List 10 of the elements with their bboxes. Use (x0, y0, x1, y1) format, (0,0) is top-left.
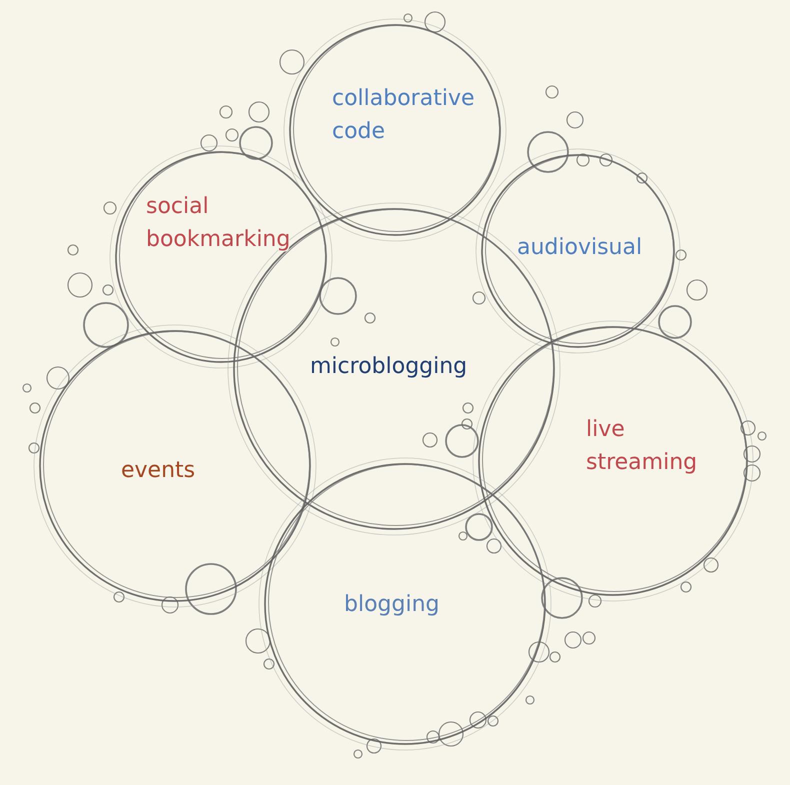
topic-label: live streaming (586, 416, 698, 477)
topic-label: microblogging (310, 353, 468, 381)
topic-label: social bookmarking (146, 193, 292, 254)
pencil-circle (470, 318, 756, 604)
topic-label: events (121, 457, 196, 485)
topic-label: audiovisual (517, 234, 642, 262)
pencil-circle (256, 455, 554, 753)
topic-label: collaborative code (332, 85, 476, 146)
topic-label: blogging (344, 591, 440, 619)
pencil-circle (473, 146, 683, 356)
